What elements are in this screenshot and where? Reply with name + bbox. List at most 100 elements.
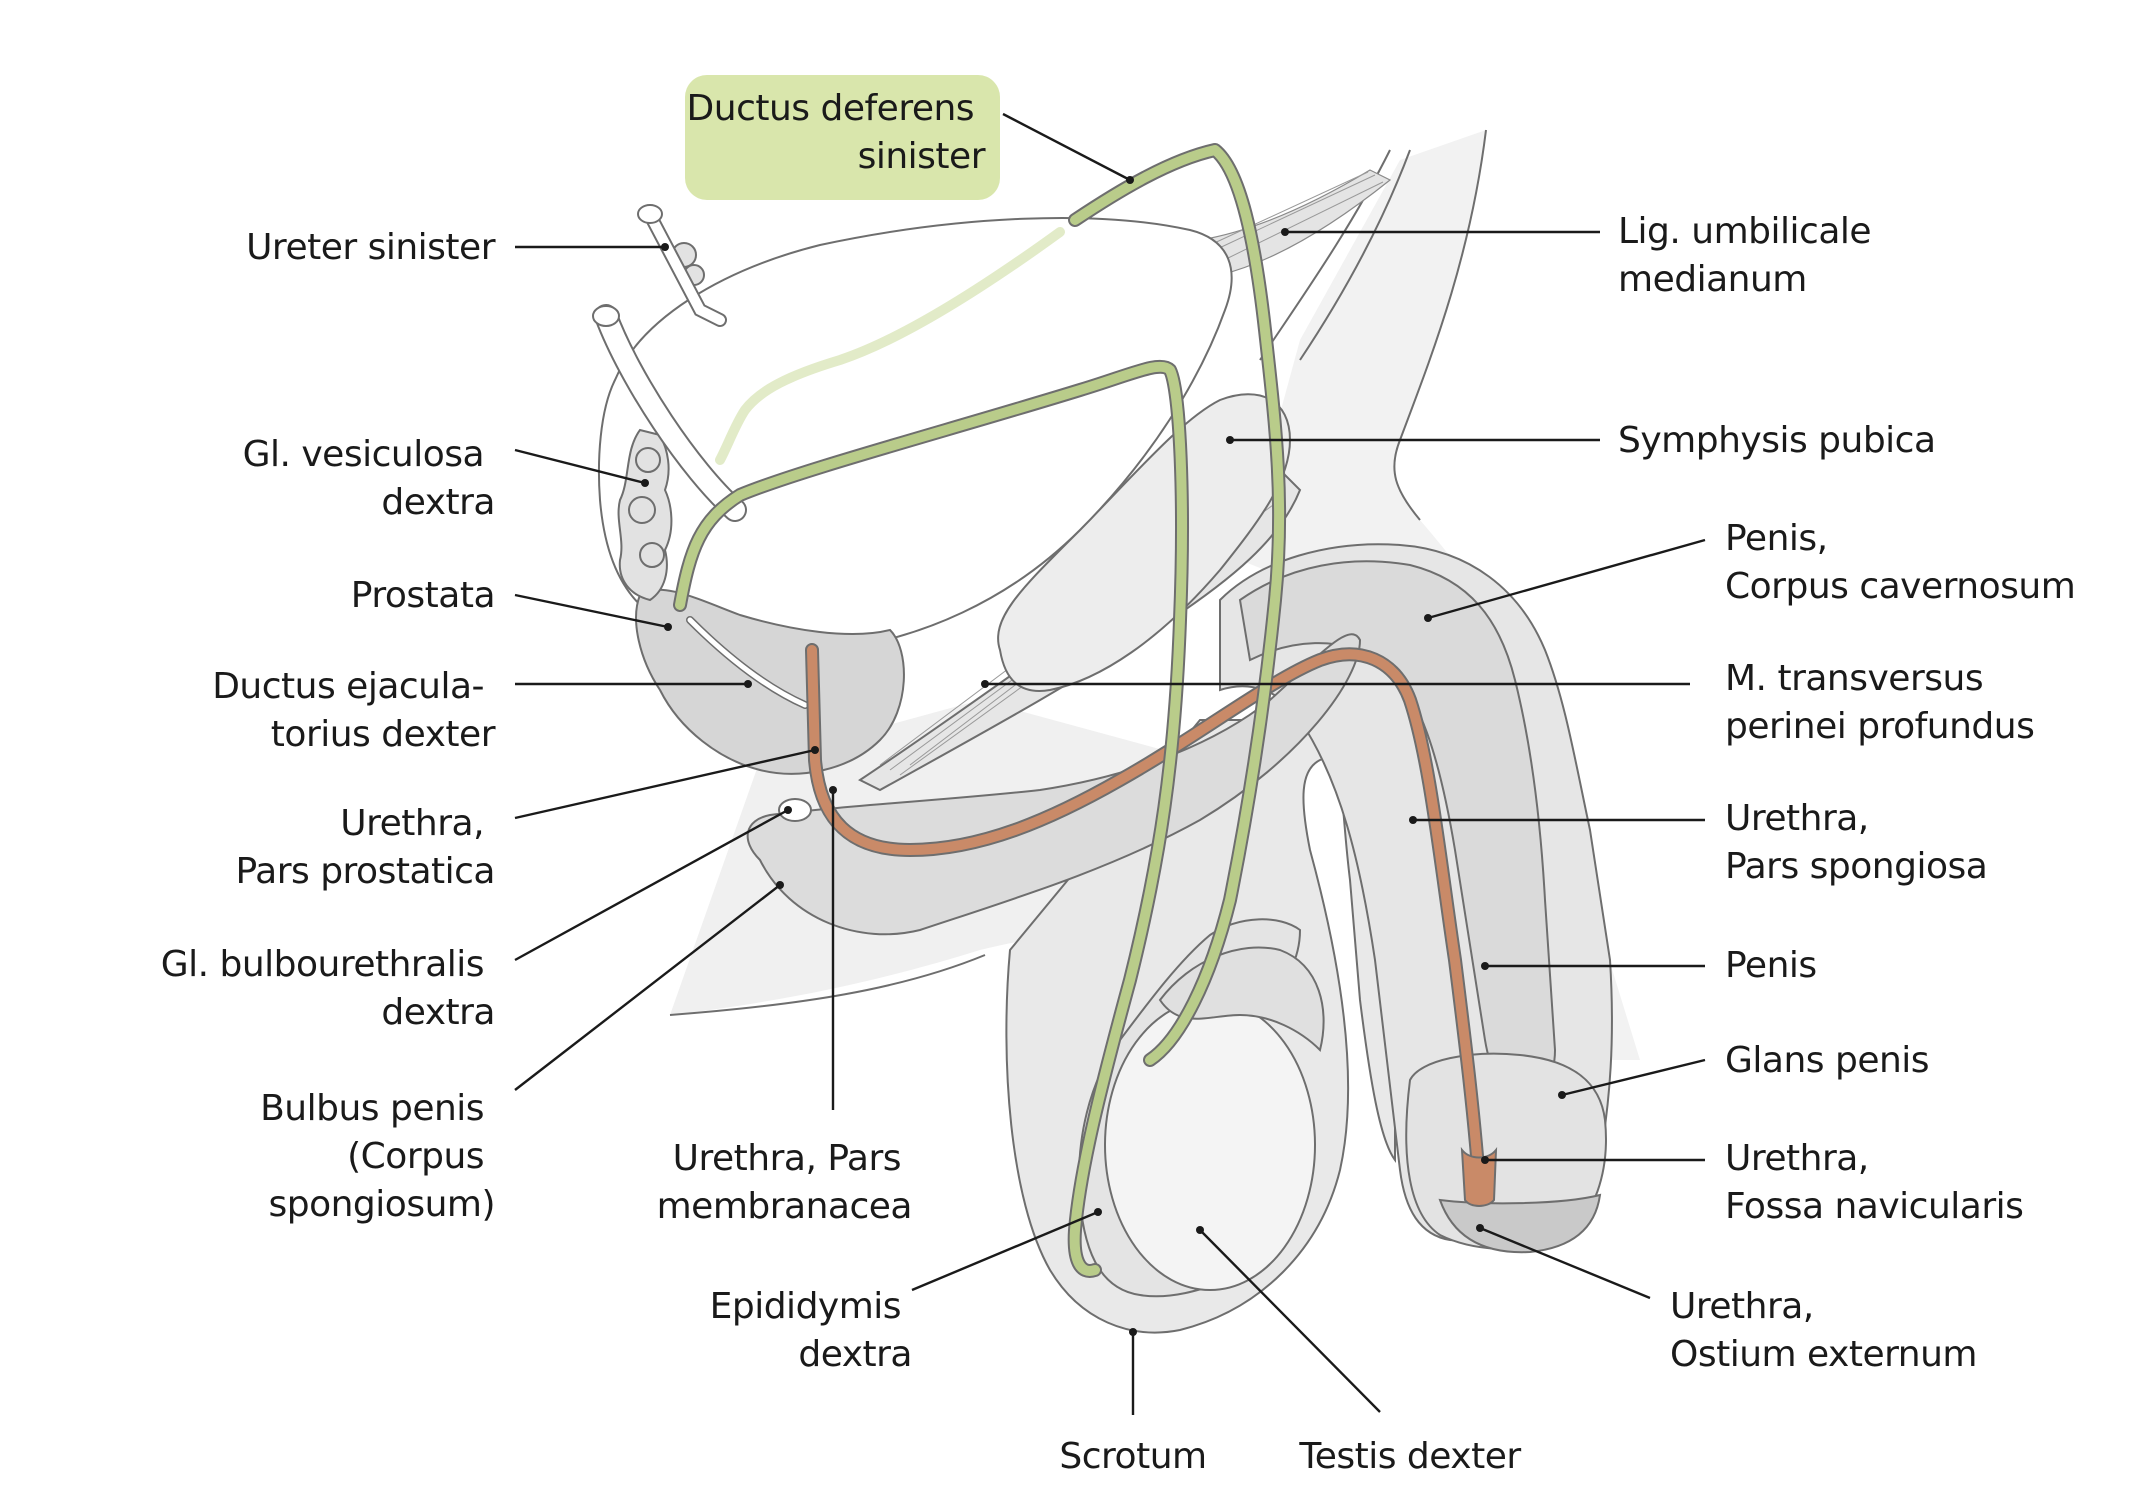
leader-gl-vesiculosa	[514, 448, 646, 485]
label-epididymis-dextra: Epididymis dextra	[710, 1286, 912, 1375]
dot-urethra-pars-prostatica	[811, 746, 819, 754]
ureter-dexter-opening	[592, 305, 620, 327]
dot-urethra-pars-membranacea	[829, 786, 837, 794]
label-ductus-ejaculatorius-line-2: torius dexter	[271, 714, 496, 755]
leader-dots	[641, 176, 1566, 1336]
label-urethra-ostium-externum-line-1: Urethra,	[1670, 1286, 1814, 1327]
label-urethra-fossa-navicularis-line-1: Urethra,	[1725, 1138, 1869, 1179]
leader-testis	[1199, 1229, 1381, 1413]
dot-gl-bulbourethralis	[784, 806, 792, 814]
leader-epididymis	[911, 1210, 1099, 1292]
abdominal-wall-line-1	[1393, 129, 1487, 521]
dot-ductus-deferens-sinister	[1126, 176, 1134, 184]
ductus-deferens-sinister-behind	[715, 227, 1065, 465]
label-gl-vesiculosa-line-2: dextra	[381, 482, 495, 523]
label-ureter-sinister: Ureter sinister	[246, 227, 496, 268]
dot-glans-penis	[1558, 1091, 1566, 1099]
ductus-deferens-dexter-fill	[675, 361, 1187, 1276]
labels: Ductus deferens sinister Ureter sinister…	[161, 88, 2076, 1477]
label-urethra-pars-prostatica-line-2: Pars prostatica	[236, 851, 495, 892]
dot-urethra-pars-spongiosa	[1409, 816, 1417, 824]
label-ductus-deferens-sinister-line-2: sinister	[858, 136, 986, 177]
label-prostata-line-1: Prostata	[351, 575, 495, 616]
label-gl-bulbourethralis-dextra: Gl. bulbourethralis dextra	[161, 944, 495, 1033]
perineum-line	[669, 954, 986, 1016]
label-glans-penis-line-1: Glans penis	[1725, 1040, 1929, 1081]
dot-penis	[1481, 962, 1489, 970]
label-bulbus-penis-line-1: Bulbus penis	[260, 1088, 484, 1129]
label-penis: Penis	[1725, 945, 1817, 986]
label-urethra-pars-prostatica-line-1: Urethra,	[340, 803, 484, 844]
ductus-ejaculatorius-inner	[687, 617, 808, 708]
label-bulbus-penis: Bulbus penis (Corpus spongiosum)	[260, 1088, 495, 1225]
label-lig-umbilicale-medianum: Lig. umbilicale medianum	[1618, 211, 1882, 300]
label-prostata: Prostata	[351, 575, 495, 616]
label-urethra-ostium-externum: Urethra, Ostium externum	[1670, 1286, 1977, 1375]
label-penis-corpus-cavernosum-line-1: Penis,	[1725, 518, 1828, 559]
leader-ductus-deferens-sinister	[1002, 112, 1131, 182]
label-lig-umbilicale-line-1: Lig. umbilicale	[1618, 211, 1871, 252]
dot-bulbus-penis	[776, 881, 784, 889]
label-bulbus-penis-line-3: spongiosum)	[268, 1184, 495, 1225]
label-symphysis-pubica-line-1: Symphysis pubica	[1618, 420, 1936, 461]
dot-m-transversus	[981, 680, 989, 688]
label-m-transversus-line-1: M. transversus	[1725, 658, 1983, 699]
leader-bulbus-penis	[514, 884, 781, 1091]
ductus-deferens-sinister-highlight	[685, 75, 1000, 200]
label-gl-bulbourethralis-line-2: dextra	[381, 992, 495, 1033]
label-epididymis-line-2: dextra	[798, 1334, 912, 1375]
label-m-transversus-perinei-profundus: M. transversus perinei profundus	[1725, 658, 2034, 747]
label-symphysis-pubica: Symphysis pubica	[1618, 420, 1936, 461]
leader-urethra-ostium-externum	[1479, 1226, 1651, 1300]
dot-lig-umbilicale	[1281, 228, 1289, 236]
dot-ductus-ejaculatorius	[744, 680, 752, 688]
label-lig-umbilicale-line-2: medianum	[1618, 259, 1807, 300]
label-m-transversus-line-2: perinei profundus	[1725, 706, 2034, 747]
bulbus-penis-shape	[746, 633, 1362, 936]
label-gl-vesiculosa-line-1: Gl. vesiculosa	[243, 434, 484, 475]
leader-prostata	[514, 593, 669, 629]
gl-vesiculosa-lobe-2	[628, 496, 656, 524]
dot-ureter-sinister	[661, 243, 669, 251]
label-ductus-ejaculatorius-dexter: Ductus ejacula- torius dexter	[212, 666, 495, 755]
gl-vesiculosa-lobe-1	[635, 447, 661, 473]
label-penis-corpus-cavernosum-line-2: Corpus cavernosum	[1725, 566, 2075, 607]
label-ductus-ejaculatorius-line-1: Ductus ejacula-	[212, 666, 484, 707]
label-bulbus-penis-line-2: (Corpus	[347, 1136, 484, 1177]
label-testis-dexter-line-1: Testis dexter	[1298, 1436, 1521, 1477]
label-ductus-deferens-sinister-line-1: Ductus deferens	[687, 88, 975, 129]
dot-urethra-ostium-externum	[1476, 1224, 1484, 1232]
label-urethra-fossa-navicularis-line-2: Fossa navicularis	[1725, 1186, 2023, 1227]
glans-lower	[1438, 1193, 1602, 1254]
label-epididymis-line-1: Epididymis	[710, 1286, 901, 1327]
label-urethra-pars-spongiosa: Urethra, Pars spongiosa	[1725, 798, 1987, 887]
leader-glans-penis	[1561, 1058, 1706, 1097]
label-scrotum: Scrotum	[1059, 1436, 1206, 1477]
label-urethra-pars-spongiosa-line-1: Urethra,	[1725, 798, 1869, 839]
gl-bulbourethralis-shape	[778, 798, 812, 822]
dot-prostata	[664, 623, 672, 631]
urethra-fill	[807, 645, 1485, 1200]
label-urethra-pars-membranacea-line-2: membranacea	[657, 1186, 912, 1227]
label-penis-line-1: Penis	[1725, 945, 1817, 986]
fossa-navicularis-shape	[1460, 1146, 1498, 1207]
label-gl-vesiculosa-dextra: Gl. vesiculosa dextra	[243, 434, 495, 523]
leader-gl-bulbourethralis	[514, 808, 789, 962]
label-testis-dexter: Testis dexter	[1298, 1436, 1521, 1477]
label-urethra-pars-membranacea: Urethra, Pars membranacea	[657, 1138, 912, 1227]
dot-gl-vesiculosa	[641, 479, 649, 487]
ureter-dexter-inner	[596, 306, 745, 520]
anatomy-illustration	[592, 129, 1640, 1334]
label-ductus-deferens-sinister: Ductus deferens sinister	[687, 88, 986, 177]
dot-penis-corpus-cavernosum	[1424, 614, 1432, 622]
dot-symphysis-pubica	[1226, 436, 1234, 444]
leader-penis-corpus-cavernosum	[1427, 538, 1706, 620]
abdominal-wall-line-2	[1299, 149, 1411, 361]
label-urethra-fossa-navicularis: Urethra, Fossa navicularis	[1725, 1138, 2023, 1227]
label-urethra-pars-membranacea-line-1: Urethra, Pars	[673, 1138, 901, 1179]
label-glans-penis: Glans penis	[1725, 1040, 1929, 1081]
leader-urethra-pars-prostatica	[514, 748, 816, 820]
ductus-deferens-sinister-fill	[1070, 145, 1285, 1065]
